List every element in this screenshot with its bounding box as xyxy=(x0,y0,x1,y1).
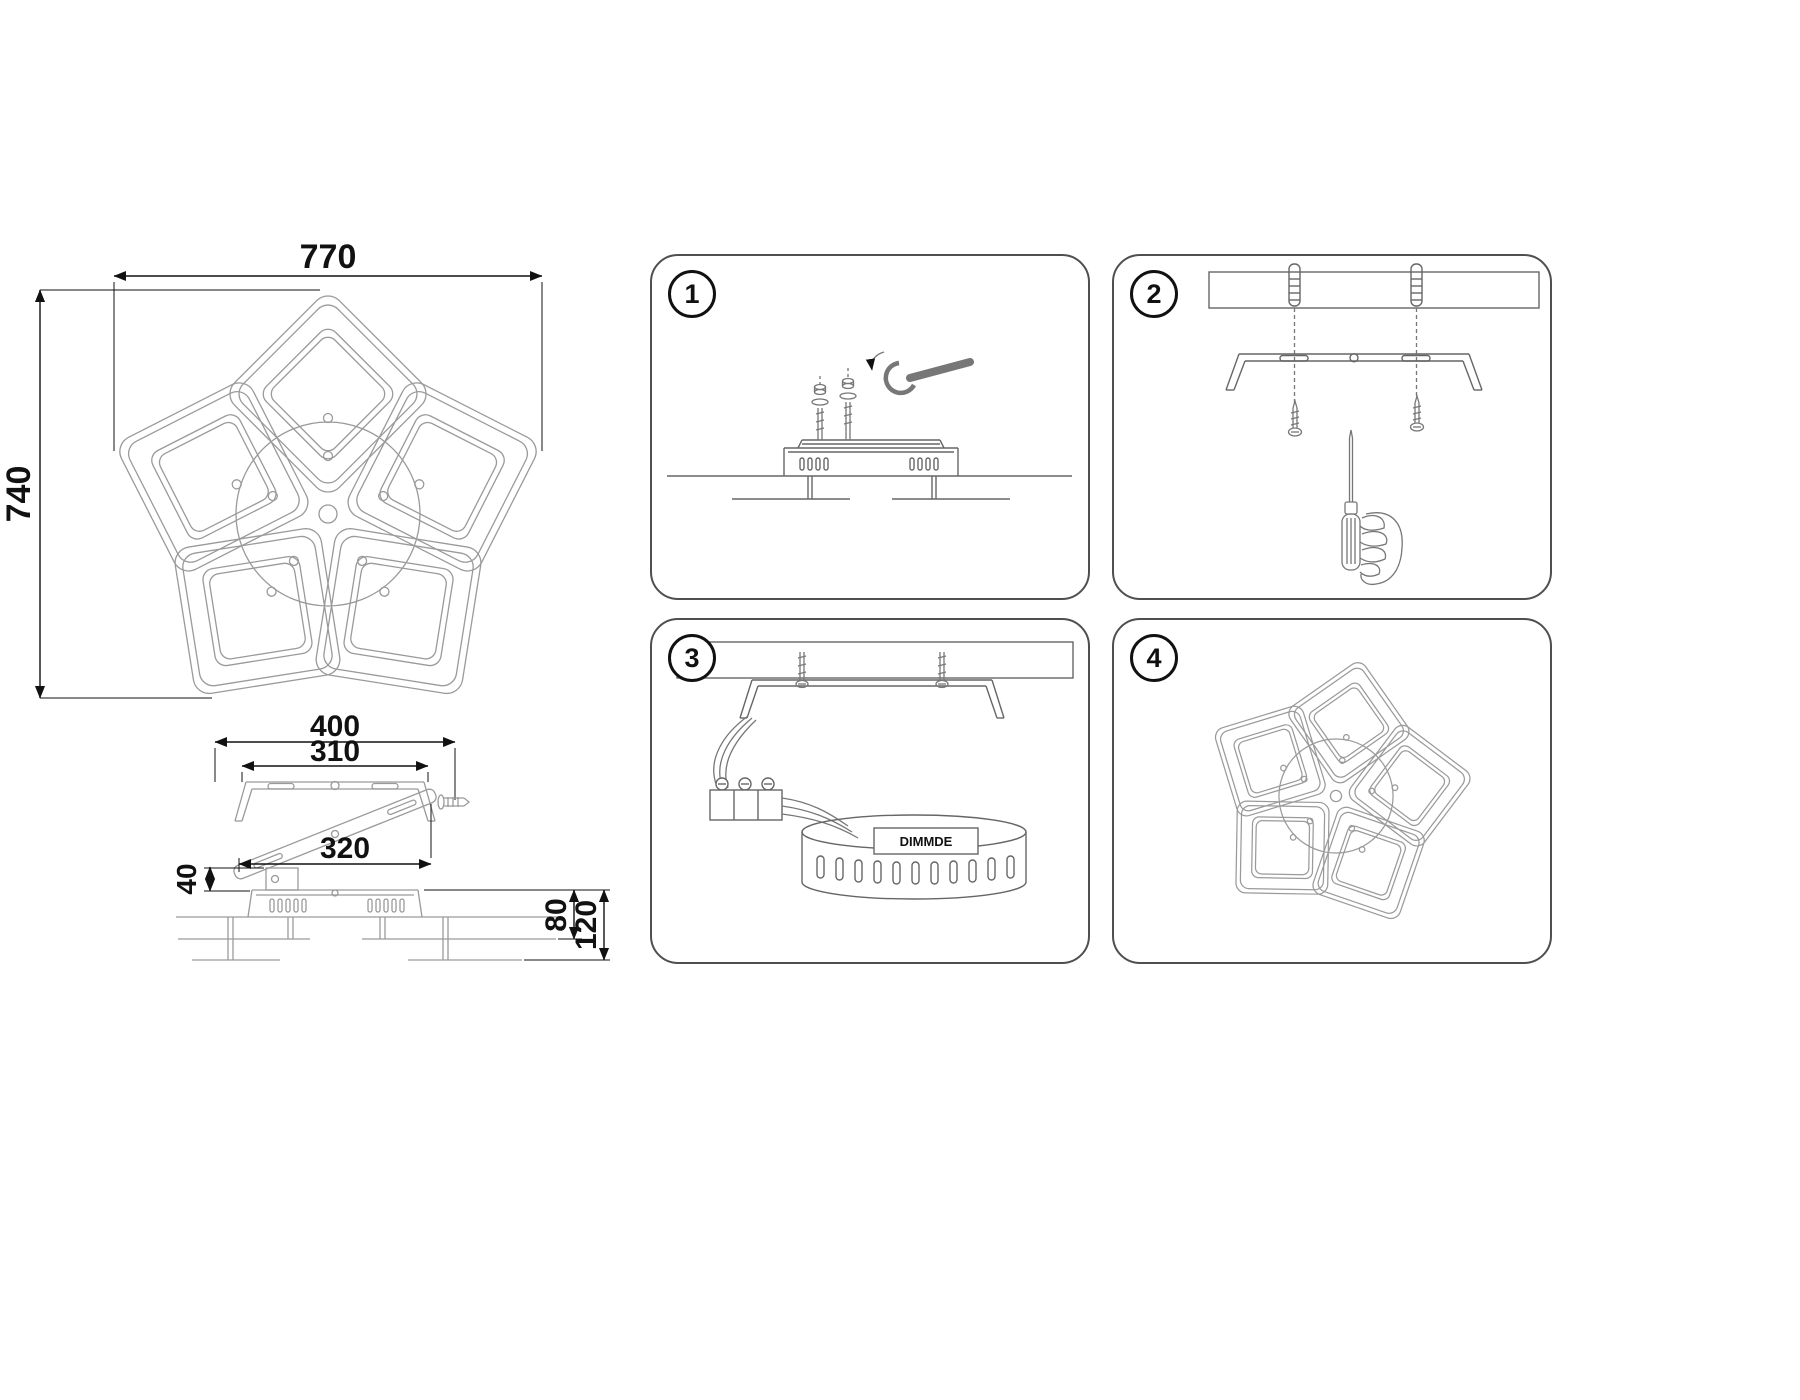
crossbar-screw xyxy=(437,794,471,810)
petal-frames-side xyxy=(176,916,560,961)
mounting-bracket-step2 xyxy=(1225,353,1483,391)
hand-icon xyxy=(1359,512,1403,586)
step-number-1: 1 xyxy=(668,270,716,318)
fixture-side-step1 xyxy=(667,439,1072,500)
step-3-illustration: DIMMDE xyxy=(676,641,1074,900)
step-1-illustration xyxy=(667,351,1072,500)
step-number-4: 4 xyxy=(1130,634,1178,682)
dim-label-120: 120 xyxy=(570,900,603,950)
ceiling-strip xyxy=(676,641,1074,679)
dim-label-40: 40 xyxy=(171,863,202,894)
step-number-2: 2 xyxy=(1130,270,1178,318)
wall-plugs xyxy=(1288,263,1423,307)
mounting-screws-step2 xyxy=(1287,393,1425,437)
terminal-block xyxy=(709,777,783,821)
step-panel-1: 1 xyxy=(650,254,1090,600)
assembled-chandelier xyxy=(1160,632,1511,971)
dim-bracket-top: 310 xyxy=(241,735,429,782)
mounting-bracket-side xyxy=(234,780,436,822)
dim-total-height: 120 xyxy=(524,889,610,961)
dim-label-740: 740 xyxy=(0,466,38,523)
dim-label-320: 320 xyxy=(320,832,370,865)
driver-label: DIMMDE xyxy=(873,827,979,855)
bracket-screws-step3 xyxy=(795,652,949,689)
dim-standoff: 40 xyxy=(171,863,264,895)
step-panel-4: 4 xyxy=(1112,618,1552,964)
dim-base-height: 80 xyxy=(424,889,610,940)
step-panel-3: 3 xyxy=(650,618,1090,964)
dim-label-310: 310 xyxy=(310,735,360,768)
dim-label-80: 80 xyxy=(540,898,573,931)
step-panel-2: 2 xyxy=(1112,254,1552,600)
supply-wires xyxy=(713,715,757,789)
driver-label-text: DIMMDE xyxy=(900,834,953,849)
dim-crossbar: 320 xyxy=(238,804,432,872)
step-2-illustration xyxy=(1208,263,1540,586)
dim-label-770: 770 xyxy=(300,238,357,276)
chandelier-top-view xyxy=(82,289,574,757)
fixing-screws-step1 xyxy=(811,368,857,440)
wrench-icon xyxy=(883,358,974,396)
side-view-drawing: 400 310 xyxy=(171,710,610,961)
dim-overall-width: 770 xyxy=(113,238,543,451)
screwdriver-icon xyxy=(1341,429,1361,571)
canopy-base-side xyxy=(238,867,432,918)
top-view-drawing: 770 740 xyxy=(0,238,620,757)
ceiling-strip xyxy=(1208,271,1540,309)
turn-arrow-icon xyxy=(865,351,885,371)
mounted-bracket-step3 xyxy=(739,679,1005,719)
step-4-illustration xyxy=(1114,620,1550,962)
dim-label-400: 400 xyxy=(310,710,360,743)
dim-bracket-overall: 400 xyxy=(214,710,456,800)
step-number-3: 3 xyxy=(668,634,716,682)
dim-overall-height: 740 xyxy=(0,289,320,699)
